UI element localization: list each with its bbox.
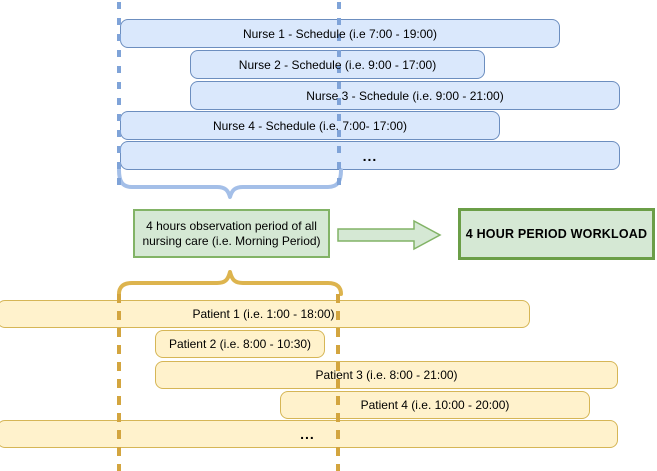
nurse-schedule-label-1: Nurse 1 - Schedule (i.e 7:00 - 19:00) <box>242 26 438 41</box>
patient-window-end-dashed-line <box>336 294 340 471</box>
patient-ellipsis-label: ... <box>300 426 315 442</box>
nurse-brace-icon <box>117 168 343 199</box>
patient-bar-3: Patient 3 (i.e. 8:00 - 21:00) <box>155 361 618 389</box>
nurse-schedule-label-3: Nurse 3 - Schedule (i.e. 9:00 - 21:00) <box>306 88 504 103</box>
patient-bar-4: Patient 4 (i.e. 10:00 - 20:00) <box>280 391 590 419</box>
patient-label-2: Patient 2 (i.e. 8:00 - 10:30) <box>168 337 312 351</box>
nurse-ellipsis-label: ... <box>362 147 378 164</box>
nurse-schedule-bar-4: Nurse 4 - Schedule (i.e. 7:00- 17:00) <box>120 111 500 140</box>
right-arrow-icon <box>337 219 442 251</box>
workload-box: 4 HOUR PERIOD WORKLOAD <box>458 208 655 260</box>
patient-label-4: Patient 4 (i.e. 10:00 - 20:00) <box>360 398 510 412</box>
patient-bar-1: Patient 1 (i.e. 1:00 - 18:00) <box>0 300 530 328</box>
patient-label-1: Patient 1 (i.e. 1:00 - 18:00) <box>192 307 335 321</box>
observation-period-box: 4 hours observation period of all nursin… <box>133 209 330 258</box>
nurse-schedule-bar-3: Nurse 3 - Schedule (i.e. 9:00 - 21:00) <box>190 81 620 110</box>
patient-brace-icon <box>117 270 343 296</box>
nurse-ellipsis-bar: ... <box>120 141 620 170</box>
workload-label: 4 HOUR PERIOD WORKLOAD <box>465 227 648 241</box>
patient-bar-2: Patient 2 (i.e. 8:00 - 10:30) <box>155 330 325 358</box>
patient-label-3: Patient 3 (i.e. 8:00 - 21:00) <box>315 368 458 382</box>
nurse-window-start-dashed-line <box>117 2 121 192</box>
nurse-window-end-dashed-line <box>337 2 341 192</box>
patient-window-start-dashed-line <box>117 294 121 471</box>
nurse-schedule-label-4: Nurse 4 - Schedule (i.e. 7:00- 17:00) <box>212 118 408 133</box>
observation-period-label: 4 hours observation period of all nursin… <box>142 218 321 248</box>
nurse-schedule-label-2: Nurse 2 - Schedule (i.e. 9:00 - 17:00) <box>238 57 437 72</box>
patient-ellipsis-bar: ... <box>0 420 618 448</box>
